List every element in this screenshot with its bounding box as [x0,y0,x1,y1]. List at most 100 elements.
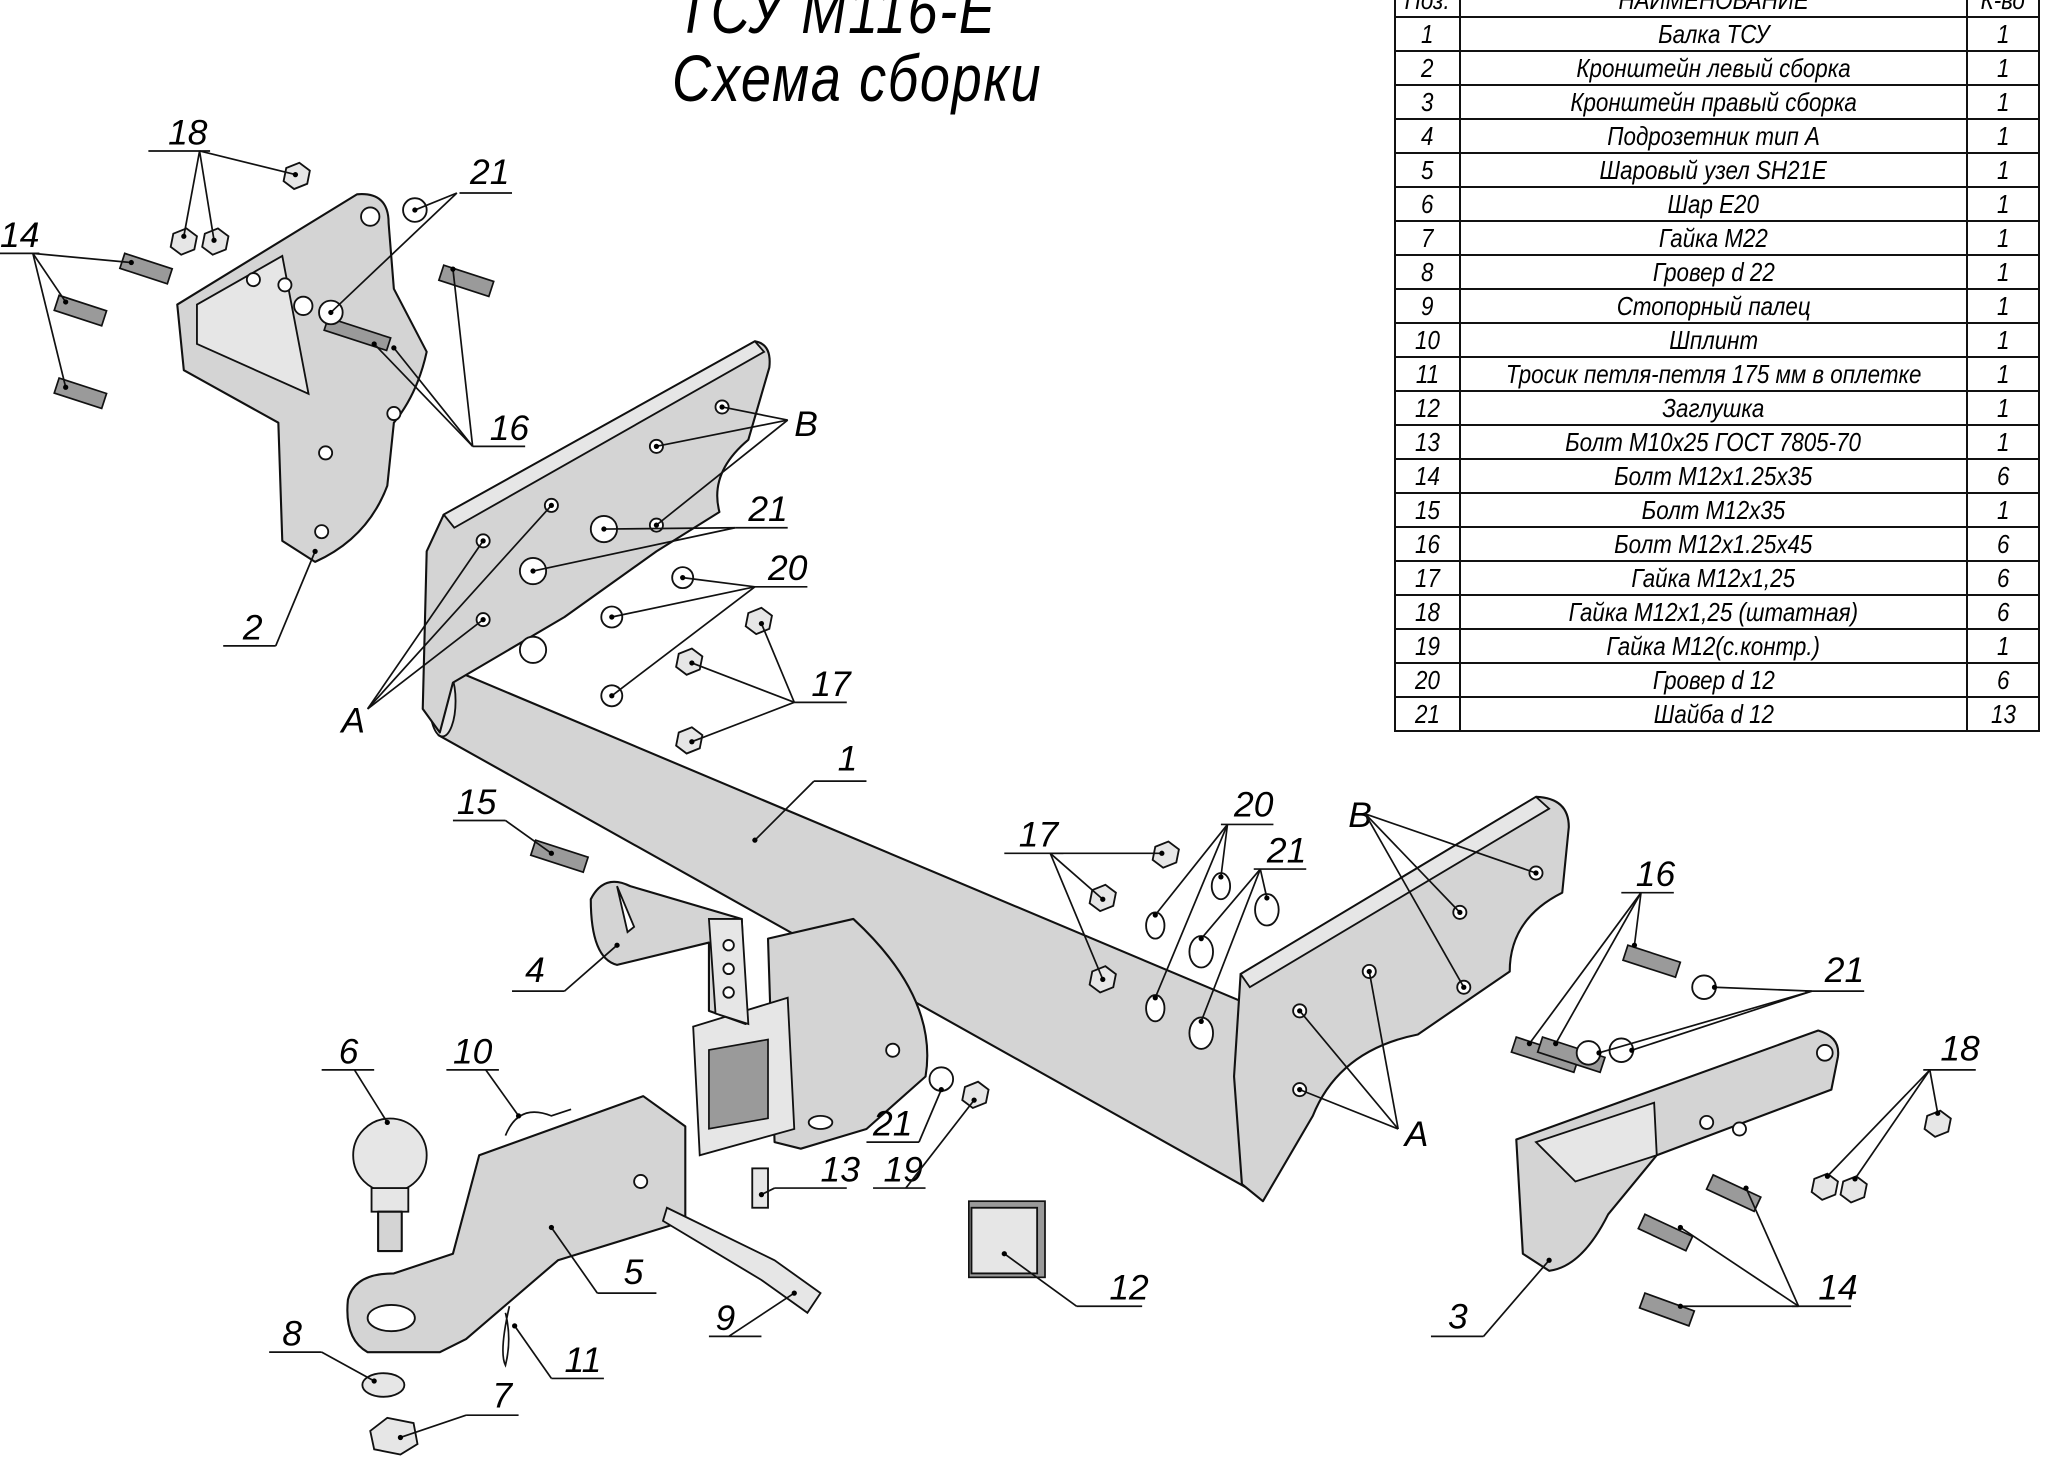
callout-label: 1 [838,739,858,779]
leader-line [603,526,736,530]
leader-dot [1935,1110,1941,1116]
cell-qty: 13 [1966,696,2040,732]
leader-line [198,150,215,241]
leader-line [691,662,795,704]
leader-dot [758,620,765,627]
callout-4: 4 [512,942,620,993]
cell-name: Шплинт [1459,322,1968,358]
leader-line [1220,824,1229,878]
leader-line [1633,892,1642,946]
cell-pos: 4 [1394,118,1461,154]
right-bracket [1515,1029,1840,1272]
cell-qty: 1 [1966,84,2040,120]
leader-dot [614,942,620,948]
cell-pos: 19 [1394,628,1461,664]
callout-label: 4 [525,950,545,990]
leader-dot [1461,984,1467,990]
leader-line [504,819,552,855]
leader-line [691,701,795,743]
leader-dot [1198,1018,1204,1024]
callout-label: 16 [1636,854,1676,894]
leader-dot [181,233,187,239]
header-pos: Поз. [1394,0,1461,18]
callout-6: 6 [321,1031,390,1126]
cable [502,1306,511,1368]
cell-pos: 14 [1394,458,1461,494]
callout-label: 7 [492,1375,513,1415]
ball-mount [346,1095,687,1354]
cell-name: Подрозетник тип А [1459,118,1968,154]
leader-line [918,1089,943,1143]
leader-dot [1159,850,1165,856]
leader-dot [512,1323,518,1329]
leader-dot [653,522,660,528]
callout-5: 5 [548,1224,657,1294]
callout-9: 9 [708,1290,797,1338]
callout-label: 12 [1109,1268,1149,1308]
callout-18: 18 [1824,1029,1980,1182]
callout-A: A [1297,968,1429,1154]
cell-pos: 20 [1394,662,1461,698]
leader-dot [719,404,725,410]
cell-name: Болт М12х35 [1459,492,1968,528]
cell-qty: 1 [1966,424,2040,460]
callout-label: 14 [0,215,39,255]
leader-dot [1743,1185,1749,1191]
cell-name: Балка ТСУ [1459,16,1968,52]
cell-name: Гровер d 22 [1459,254,1968,290]
leader-dot [1677,1224,1684,1231]
cell-qty: 1 [1966,288,2040,324]
callout-label: 9 [715,1298,735,1338]
leader-dot [1533,870,1539,876]
callout-label: A [1403,1114,1429,1154]
cell-pos: 13 [1394,424,1461,460]
leader-line [373,343,474,447]
cell-pos: 7 [1394,220,1461,256]
drawing-subtitle: Схема сборки [672,41,1043,115]
leader-line [1482,1259,1550,1337]
table-header-row: Поз. НАИМЕНОВАНИЕ К-во [1394,0,2040,18]
leader-dot [1152,995,1158,1001]
callout-17: 17 [689,620,852,745]
callout-label: 13 [821,1150,861,1190]
callout-1: 1 [752,739,867,843]
callout-21: 21 [1198,830,1306,1024]
cell-name: Гайка М12х1,25 (штатная) [1459,594,1968,630]
cell-pos: 11 [1394,356,1461,392]
leader-line [452,269,474,447]
leader-line [1299,1010,1399,1130]
leader-dot [391,345,397,351]
callout-21: 21 [530,489,788,574]
callout-label: 21 [1824,950,1864,990]
callout-20: 20 [1152,785,1274,1001]
cell-name: Болт М12х1.25х45 [1459,526,1968,562]
callout-14: 14 [0,215,134,390]
cell-name: Болт М12х1.25х35 [1459,458,1968,494]
cell-qty: 1 [1966,322,2040,358]
leader-dot [689,739,695,745]
leader-dot [1631,942,1638,948]
cell-pos: 5 [1394,152,1461,188]
leader-dot [1152,912,1158,918]
leader-dot [328,309,334,316]
callout-12: 12 [1001,1251,1149,1308]
callout-7: 7 [397,1375,519,1441]
cell-name: Шаровый узел SH21E [1459,152,1968,188]
callout-label: 21 [872,1104,912,1144]
leader-dot [1366,968,1372,975]
cell-pos: 18 [1394,594,1461,630]
callout-8: 8 [269,1314,377,1384]
cell-pos: 17 [1394,560,1461,596]
leader-dot [530,568,536,574]
leader-dot [515,1113,522,1119]
cell-name: Шайба d 12 [1459,696,1968,732]
leader-dot [480,538,486,544]
cell-qty: 1 [1966,220,2040,256]
cell-name: Кронштейн левый сборка [1459,50,1968,86]
